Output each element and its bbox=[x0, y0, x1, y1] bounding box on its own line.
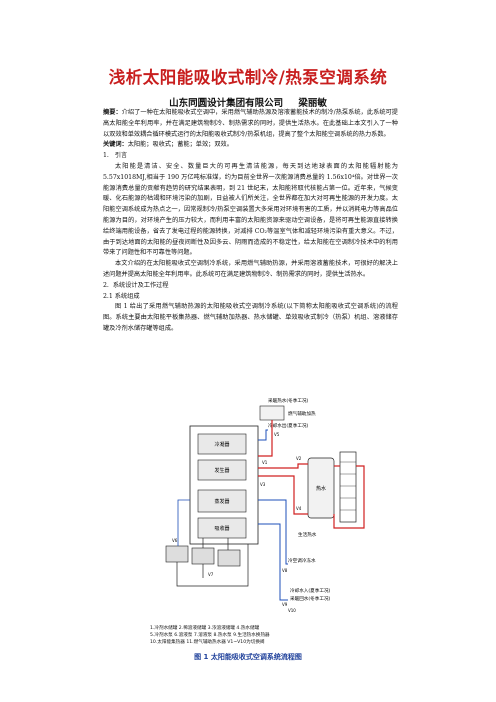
refrigerant-tank bbox=[165, 545, 189, 563]
refrigerant-pipe bbox=[177, 499, 190, 546]
hot-water-tank bbox=[307, 457, 335, 519]
heating-return-label: 采暖回水(冬季工况) bbox=[290, 595, 331, 602]
section-1-title: 引言 bbox=[114, 152, 128, 160]
legend-line-3: 10.太阳能集热器 11.燃气辅助热水器 V1~V10为切换阀 bbox=[150, 640, 265, 645]
paragraph-3: 图 1 给出了采用燃气辅助热源的太阳能吸收式空调制冷系统(以下简称太阳能吸收式空… bbox=[103, 303, 398, 332]
system-flow-diagram: 冷凝器 发生器 蒸发器 吸收器 热水 采暖热水(冬季工况) 冷却水出(夏季工况)… bbox=[165, 397, 365, 613]
figure-legend: 1.冷剂水储罐 2.稀溶液储罐 3.浓溶液储罐 4.热水储罐 5.冷剂水泵 6.… bbox=[150, 625, 370, 646]
section-1-heading: 1. 引言 bbox=[103, 151, 398, 162]
paper-title: 浅析太阳能吸收式制冷/热泵空调系统 bbox=[108, 68, 388, 87]
section-2-heading: 2. 系统设计及工作过程 bbox=[103, 281, 398, 292]
cooling-water-out-label: 冷却水出(夏季工况) bbox=[268, 422, 309, 429]
abstract-text: 介绍了一种在太阳能吸收式空调中，采用燃气辅助热源及溶液蓄能技术的制冷/热泵系统，… bbox=[103, 109, 398, 138]
keywords: 关键词：太阳能；吸收式；蓄能；单效；双效。 bbox=[103, 140, 398, 151]
evaporator-box bbox=[197, 489, 247, 513]
section-2-number: 2. bbox=[103, 281, 109, 289]
absorption-unit-box bbox=[189, 425, 259, 545]
generator-label: 发生器 bbox=[214, 467, 229, 474]
concentrated-solution-tank bbox=[217, 549, 241, 567]
domestic-hot-water-label: 生活热水 bbox=[298, 531, 317, 538]
solar-collector bbox=[339, 451, 357, 523]
author-name: 梁丽敏 bbox=[298, 98, 327, 109]
author-org: 山东同圆设计集团有限公司 bbox=[169, 98, 284, 109]
dilute-solution-tank bbox=[191, 547, 215, 565]
absorber-box bbox=[197, 517, 247, 539]
condenser-box bbox=[197, 433, 247, 455]
valve-v7-label: V7 bbox=[208, 572, 214, 577]
cooling-water-in-pipe bbox=[258, 523, 288, 601]
hot-water-supply-pipe bbox=[258, 463, 308, 469]
legend-line-2: 5.冷剂水泵 6.溶液泵 7.溶液泵 8.热水泵 9.生活热水换热器 bbox=[150, 633, 270, 638]
valve-v8-label: V8 bbox=[282, 568, 288, 573]
evaporator-label: 蒸发器 bbox=[214, 498, 229, 505]
gas-heater-pipe bbox=[258, 420, 273, 457]
valve-v3-label: V3 bbox=[260, 482, 266, 487]
section-1-number: 1. bbox=[103, 152, 109, 160]
abstract: 摘要：介绍了一种在太阳能吸收式空调中，采用燃气辅助热源及溶液蓄能技术的制冷/热泵… bbox=[103, 108, 398, 140]
condenser-label: 冷凝器 bbox=[214, 441, 229, 448]
valve-v4-label: V4 bbox=[296, 506, 302, 511]
gas-aux-label: 燃气辅助加热 bbox=[288, 410, 316, 417]
heating-hot-water-label: 采暖热水(冬季工况) bbox=[268, 397, 309, 404]
keywords-label: 关键词： bbox=[103, 141, 128, 149]
valve-v6-label: V6 bbox=[172, 538, 178, 543]
valve-v9-label: V9 bbox=[282, 602, 288, 607]
valve-v10-label: V10 bbox=[288, 608, 296, 613]
chilled-water-label: 冷空调冷冻水 bbox=[288, 557, 316, 564]
section-2-title: 系统设计及工作过程 bbox=[112, 281, 169, 289]
paper-body: 摘要：介绍了一种在太阳能吸收式空调中，采用燃气辅助热源及溶液蓄能技术的制冷/热泵… bbox=[103, 108, 398, 335]
generator-box bbox=[197, 459, 247, 481]
figure-caption: 图 1 太阳能吸收式空调系统流程图 bbox=[194, 653, 302, 661]
gas-heater bbox=[259, 405, 285, 421]
cooling-water-in-label: 冷却水入(夏季工况) bbox=[290, 587, 331, 594]
abstract-label: 摘要： bbox=[103, 109, 122, 116]
valve-v1-label: V1 bbox=[262, 460, 268, 465]
legend-line-1: 1.冷剂水储罐 2.稀溶液储罐 3.浓溶液储罐 4.热水储罐 bbox=[150, 626, 260, 631]
valve-v2-label: V2 bbox=[296, 456, 302, 461]
section-2-1-heading: 2.1 系统组成 bbox=[103, 292, 140, 300]
hot-water-tank-label: 热水 bbox=[316, 485, 326, 492]
absorber-label: 吸收器 bbox=[214, 525, 229, 532]
cooling-water-out-pipe bbox=[258, 429, 268, 441]
valve-v5-label: V5 bbox=[274, 432, 280, 437]
chilled-water-pipe bbox=[258, 499, 288, 565]
keywords-text: 太阳能；吸收式；蓄能；单效；双效。 bbox=[127, 141, 233, 149]
paragraph-1: 太阳能是清洁、安全、数量巨大的可再生清洁能源，每天到达地球表面的太阳能辐射能为 … bbox=[103, 162, 398, 257]
collector-return-pipe bbox=[333, 465, 365, 529]
author-line: 山东同圆设计集团有限公司 梁丽敏 bbox=[0, 95, 496, 109]
paragraph-2: 本文介绍的在太阳能吸收式空调制冷系统，采用燃气辅助热源，并采用溶液蓄能技术，可很… bbox=[103, 260, 398, 278]
hot-water-return-pipe bbox=[258, 475, 308, 515]
